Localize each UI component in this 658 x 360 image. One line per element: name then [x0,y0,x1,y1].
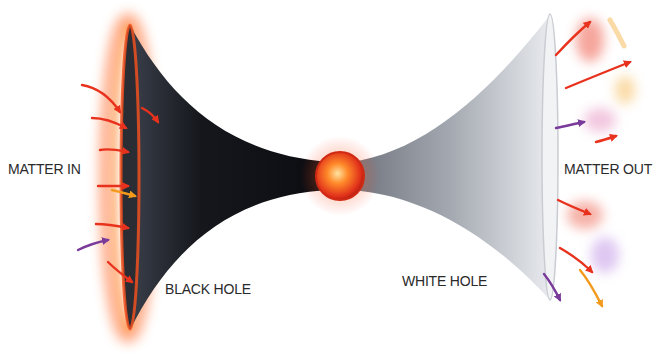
region-label: MATTER IN [8,162,81,177]
region-label: BLACK HOLE [165,282,251,297]
region-label: WHITE HOLE [402,274,487,289]
region-label: MATTER OUT [564,162,652,177]
